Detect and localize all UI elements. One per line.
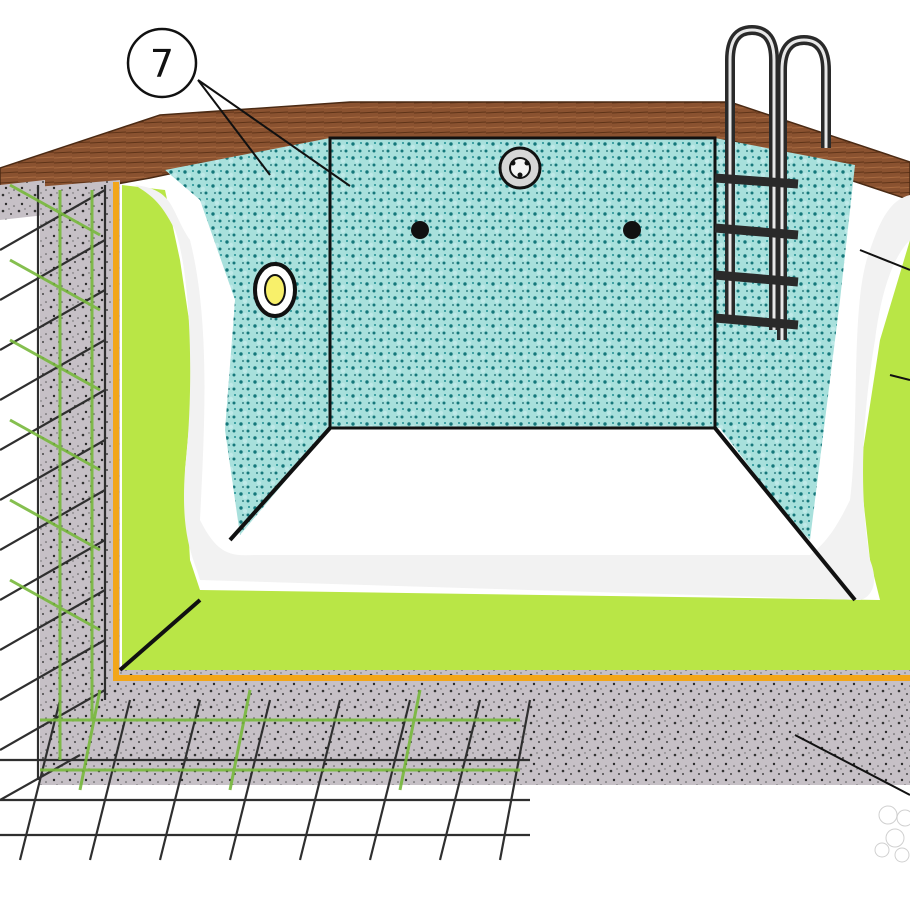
pool-ladder-icon bbox=[714, 24, 831, 340]
return-inlet-icon bbox=[498, 146, 542, 190]
underwater-light-icon bbox=[253, 262, 297, 318]
lime-membrane bbox=[122, 185, 910, 670]
callout-label: 7 bbox=[150, 42, 174, 86]
rebar-green-overlay bbox=[9, 183, 520, 791]
callout-7: 7 bbox=[126, 27, 198, 99]
waterproof-layer bbox=[113, 182, 910, 681]
callout-leader-lines bbox=[197, 79, 910, 796]
white-underlay bbox=[135, 185, 910, 600]
watermark-dots-icon bbox=[874, 805, 910, 863]
rebar-grid bbox=[0, 185, 532, 861]
skimmer-icon bbox=[411, 221, 641, 239]
